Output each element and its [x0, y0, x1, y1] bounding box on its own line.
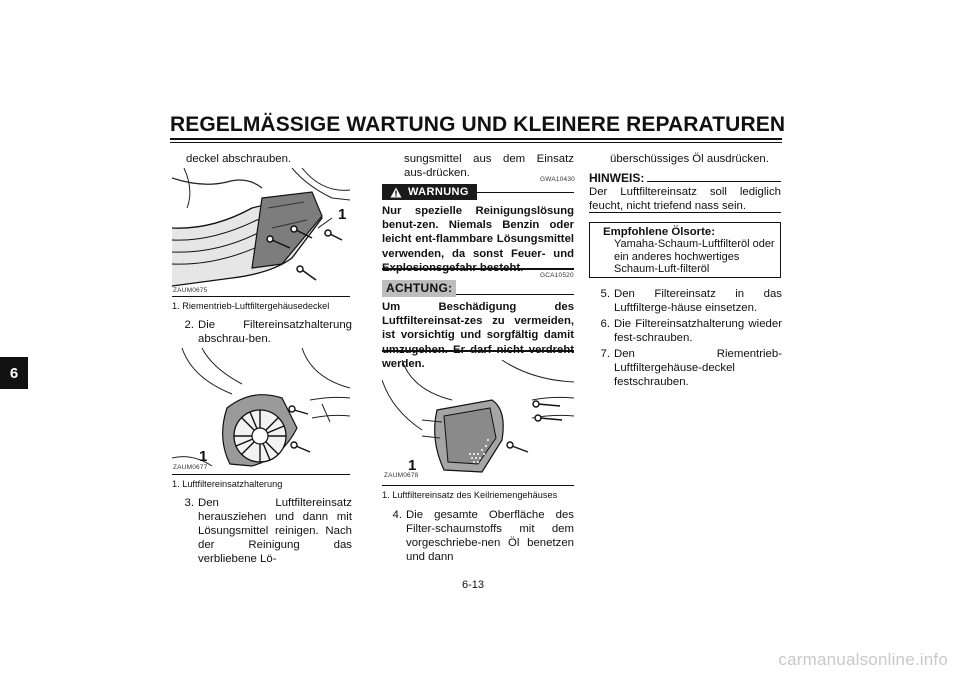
- warning-label: WARNUNG: [408, 186, 469, 198]
- col3-steps: 5. Den Filtereinsatz in das Luftfilterge…: [592, 287, 783, 389]
- fig2-rule: [172, 474, 350, 475]
- watermark: carmanualsonline.info: [778, 650, 948, 669]
- caution-badge: ACHTUNG:: [382, 280, 457, 297]
- caution-bottom-rule: [382, 350, 574, 352]
- page-number: 6-13: [462, 579, 485, 591]
- note-text: Der Luftfiltereinsatz soll lediglich feu…: [589, 186, 781, 212]
- step-3-number: 3.: [184, 497, 195, 509]
- note-label: HINWEIS:: [589, 171, 645, 185]
- step-3: 3. Den Luftfiltereinsatz herausziehen un…: [176, 496, 353, 566]
- fig1-callout: 1: [338, 206, 347, 223]
- fig3-caption: 1. Luftfiltereinsatz des Keilriemengehäu…: [382, 490, 558, 500]
- title-rule-thin: [170, 142, 782, 143]
- fig1-caption: 1. Riementrieb-Luftfiltergehäusedeckel: [172, 301, 330, 311]
- chapter-tab: 6: [0, 357, 28, 389]
- fig2-code: ZAUM0677: [173, 464, 208, 471]
- step-5-text: Den Filtereinsatz in das Luftfilterge-hä…: [614, 288, 782, 314]
- fig3-code: ZAUM0678: [384, 472, 419, 479]
- step-2-number: 2.: [184, 319, 195, 331]
- col1-intro: deckel abschrauben.: [186, 153, 292, 165]
- caution-header: ACHTUNG:: [382, 280, 574, 297]
- caution-code: GCA10520: [540, 272, 574, 279]
- step-3-text: Den Luftfiltereinsatz herausziehen und d…: [198, 497, 352, 565]
- caution-text: Um Beschädigung des Luftfiltereinsat-zes…: [382, 301, 574, 370]
- step-4-number: 4.: [392, 509, 403, 521]
- step-7-number: 7.: [600, 348, 611, 360]
- step-5-number: 5.: [600, 288, 611, 300]
- warning-header-rule: [476, 191, 574, 193]
- warning-code: GWA10430: [540, 176, 575, 183]
- note-header: HINWEIS:: [589, 171, 781, 185]
- note-bottom-rule: [589, 212, 781, 213]
- warning-text: Nur spezielle Reinigungslösung benut-zen…: [382, 205, 574, 274]
- col3-continuation: überschüssiges Öl ausdrücken.: [610, 153, 769, 165]
- fig3-callout: 1: [408, 457, 417, 474]
- step-7: 7. Den Riementrieb-Luftfiltergehäuse-dec…: [592, 347, 783, 389]
- recommended-oil-title: Empfohlene Ölsorte:: [603, 226, 716, 238]
- warning-triangle-icon: [390, 187, 402, 197]
- step-7-text: Den Riementrieb-Luftfiltergehäuse-deckel…: [614, 348, 782, 388]
- step-6-number: 6.: [600, 318, 611, 330]
- warning-header: WARNUNG: [382, 184, 574, 200]
- title-rule: [170, 138, 782, 140]
- fig1-rule: [172, 296, 350, 297]
- fig2-callout: 1: [199, 448, 208, 465]
- page-title: REGELMÄSSIGE WARTUNG UND KLEINERE REPARA…: [170, 113, 786, 136]
- col2-continuation: sungsmittel aus dem Einsatz aus-drücken.: [404, 153, 574, 179]
- recommended-oil-box: Empfohlene Ölsorte: Yamaha-Schaum-Luftfi…: [589, 222, 781, 278]
- step-2: 2. Die Filtereinsatzhalterung abschrau-b…: [176, 318, 353, 346]
- recommended-oil-text: Yamaha-Schaum-Luftfilteröl oder ein ande…: [614, 238, 775, 275]
- figure-filter-holder: [171, 347, 351, 472]
- step-6-text: Die Filtereinsatzhalterung wieder fest-s…: [614, 318, 782, 344]
- step-4-text: Die gesamte Oberfläche des Filter-schaum…: [406, 509, 574, 563]
- step-5: 5. Den Filtereinsatz in das Luftfilterge…: [592, 287, 783, 315]
- step-4: 4. Die gesamte Oberfläche des Filter-sch…: [384, 508, 575, 564]
- note-header-rule: [647, 181, 781, 182]
- step-2-text: Die Filtereinsatzhalterung abschrau-ben.: [198, 319, 352, 345]
- fig3-rule: [382, 485, 574, 486]
- fig1-code: ZAUM0675: [173, 287, 208, 294]
- caution-header-rule: [456, 294, 574, 295]
- warning-bottom-rule: [382, 268, 574, 270]
- figure-belt-cover: [171, 167, 351, 292]
- warning-badge: WARNUNG: [382, 184, 477, 200]
- figure-belt-filter: [381, 359, 575, 486]
- fig2-caption: 1. Luftfiltereinsatzhalterung: [172, 479, 283, 489]
- step-6: 6. Die Filtereinsatzhalterung wieder fes…: [592, 317, 783, 345]
